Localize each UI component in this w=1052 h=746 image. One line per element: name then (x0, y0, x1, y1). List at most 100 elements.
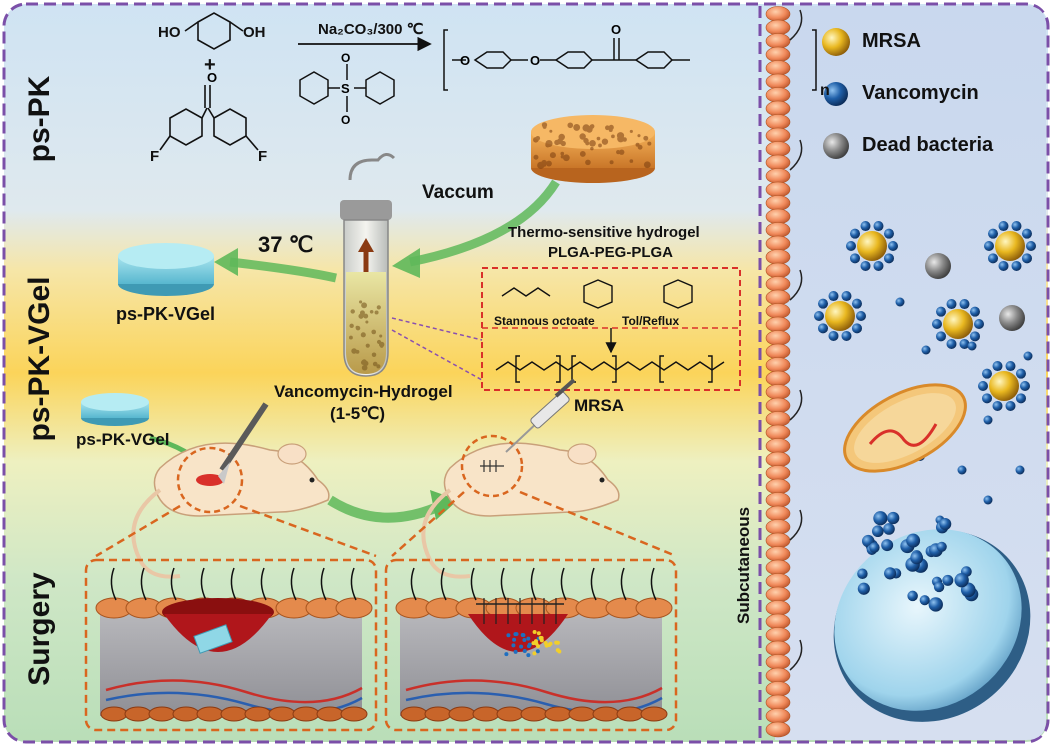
vancomycin-release (857, 511, 979, 612)
mrsa-dot (532, 651, 537, 656)
ether-o: O (530, 53, 540, 68)
fat-cell (172, 706, 200, 722)
vancomycin-molecule (982, 368, 993, 379)
vancomycin-dot (535, 649, 540, 654)
vancomycin-dot (513, 649, 518, 654)
subcutaneous-bead (765, 127, 791, 144)
hair-strand (789, 139, 803, 171)
hair (260, 567, 267, 601)
plga-monomers (501, 279, 693, 309)
cake-pore (643, 161, 651, 169)
hair (170, 567, 177, 601)
cake-pore (589, 124, 594, 130)
fat-cell (568, 706, 596, 722)
subcutaneous-bead (765, 330, 791, 346)
fat-cell (424, 706, 452, 722)
tube-speck (349, 323, 354, 329)
subcutaneous-bead (765, 46, 791, 63)
released-vancomycin (910, 551, 924, 565)
hydroquinone-oh: OH (243, 24, 266, 41)
hair (440, 567, 447, 601)
vancomycin-molecule (957, 465, 967, 475)
tissue-block (100, 608, 362, 716)
dead-bacterium (999, 305, 1025, 331)
subcutaneous-bead (765, 613, 791, 630)
released-vancomycin (872, 525, 884, 538)
hair (590, 567, 597, 601)
subcutaneous-bead (765, 208, 791, 225)
subcutaneous-bead (765, 627, 791, 643)
vancomycin-molecule (959, 338, 970, 349)
subcutaneous-bead (765, 694, 791, 711)
vancomycin-molecule (998, 260, 1009, 271)
section-label-ps-pk: ps-PK (23, 75, 56, 163)
hair (350, 567, 357, 601)
subcutaneous-bead (765, 532, 791, 549)
cake-pore (608, 127, 613, 132)
subcutaneous-bead (765, 276, 791, 292)
subcutaneous-bead (765, 600, 791, 616)
fat-cell (640, 706, 668, 722)
cake-pore (545, 142, 551, 148)
vancomycin-molecule (967, 341, 977, 351)
vancomycin-molecule (1021, 253, 1032, 264)
arrow-mouse-to-mouse (327, 495, 442, 523)
cake-pore (560, 151, 565, 156)
subcutaneous-bead (765, 289, 791, 306)
fat-cell (616, 706, 644, 722)
vancomycin-molecule (873, 221, 884, 232)
zoom-box (384, 558, 678, 732)
vancomycin-molecule (921, 345, 931, 355)
fat-cell (472, 706, 500, 722)
released-vancomycin (954, 573, 969, 588)
subcutaneous-bead (765, 6, 791, 22)
vancomycin-molecule (983, 415, 993, 425)
subcutaneous-bead (765, 667, 791, 684)
hair (620, 567, 627, 601)
mrsa-dot (557, 649, 562, 654)
product-small-label: ps-PK-VGel (76, 430, 170, 449)
cake-pore (542, 125, 547, 129)
fluoro-right: F (258, 148, 268, 165)
tissue-cross-section-implant (84, 558, 378, 732)
vancomycin-molecule (850, 253, 861, 264)
vancomycin-molecule (1015, 465, 1025, 475)
fat-cell (244, 706, 272, 722)
vancomycin-dot (512, 637, 517, 642)
subcutaneous-bead (765, 438, 791, 454)
released-vancomycin (907, 590, 918, 602)
released-vancomycin (857, 568, 868, 580)
vancomycin-dot (506, 633, 511, 638)
vancomycin-molecule (1026, 241, 1036, 251)
blood-vessel (105, 679, 363, 704)
vancomycin-molecule (984, 241, 994, 251)
cake-pore (598, 143, 602, 148)
mrsa-icon (822, 28, 850, 56)
mrsa-dot (543, 641, 548, 646)
vancomycin-molecule (856, 311, 866, 321)
vancomycin-molecule (851, 298, 862, 309)
mrsa-bacterium (989, 371, 1019, 401)
hair-strand (789, 509, 803, 541)
vancomycin-molecule (982, 393, 993, 404)
cake-pore (583, 137, 589, 144)
subcutaneous-bead (765, 505, 791, 522)
hair (560, 567, 567, 601)
hair (470, 567, 477, 601)
vancomycin-molecule (1005, 361, 1016, 372)
hydrogel-title-1: Thermo-sensitive hydrogel (508, 224, 700, 241)
mrsa-bacterium (825, 301, 855, 331)
subcutaneous-bead (765, 546, 791, 562)
tube-speck (376, 305, 381, 310)
subcutaneous-bead (765, 708, 791, 724)
cake-pore (609, 160, 614, 165)
subcutaneous-bead (765, 154, 791, 171)
subcutaneous-bead (765, 33, 791, 49)
tube-speck (350, 309, 355, 314)
tube-speck (360, 360, 366, 365)
vancomycin-molecule (992, 400, 1003, 411)
section-label-ps-pk-vgel: ps-PK-VGel (23, 276, 56, 442)
ps-pk-vgel-disc (118, 243, 214, 296)
mrsa-dot (536, 631, 541, 636)
cake-pore (567, 122, 574, 129)
